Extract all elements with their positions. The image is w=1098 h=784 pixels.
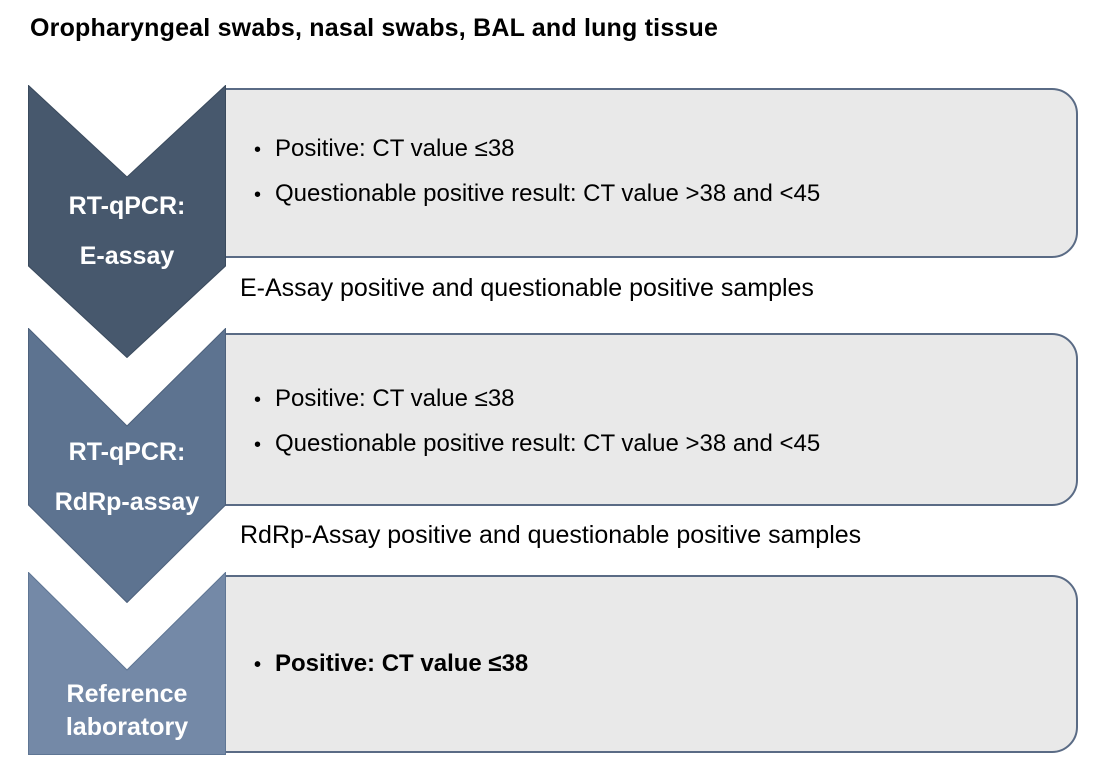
stage1-criteria-box: • Positive: CT value ≤38 • Questionable …: [222, 88, 1078, 258]
bullet-text: Positive: CT value ≤38: [275, 385, 515, 412]
stage3-banner-shape: [28, 572, 226, 755]
bullet-text: Positive: CT value ≤38: [275, 649, 529, 677]
list-item: • Questionable positive result: CT value…: [254, 172, 1048, 217]
stage2-connector-text: RdRp-Assay positive and questionable pos…: [240, 521, 862, 549]
notched-banner-icon: [28, 572, 226, 755]
bullet-text: Questionable positive result: CT value >…: [275, 430, 821, 457]
stage2-chevron-shape: [28, 328, 226, 603]
stage2-label-line1: RT-qPCR:: [68, 438, 186, 466]
bullet-icon: •: [254, 184, 262, 206]
bullet-text: Positive: CT value ≤38: [275, 135, 515, 162]
bullet-icon: •: [254, 389, 262, 411]
stage1-label-line1: RT-qPCR:: [68, 192, 186, 220]
bullet-icon: •: [254, 139, 262, 161]
stage3-criteria-box: • Positive: CT value ≤38: [222, 575, 1078, 753]
stage1-label: RT-qPCR: E-assay: [28, 181, 226, 281]
stage3-label-line2: laboratory: [65, 713, 189, 741]
stage1-chevron-shape: [28, 85, 226, 358]
bullet-icon: •: [254, 434, 262, 456]
list-item: • Questionable positive result: CT value…: [254, 422, 1048, 467]
page-title: Oropharyngeal swabs, nasal swabs, BAL an…: [30, 14, 719, 42]
bullet-icon: •: [254, 653, 262, 676]
stage3-label: Reference laboratory: [28, 678, 226, 744]
stage1-connector-text: E-Assay positive and questionable positi…: [240, 274, 814, 302]
chevron-down-icon: [28, 328, 226, 603]
stage1-label-line2: E-assay: [79, 242, 175, 270]
stage2-label: RT-qPCR: RdRp-assay: [28, 427, 226, 527]
list-item: • Positive: CT value ≤38: [254, 127, 1048, 172]
list-item: • Positive: CT value ≤38: [254, 642, 528, 687]
stage3-label-line1: Reference: [66, 680, 188, 708]
bullet-text: Questionable positive result: CT value >…: [275, 180, 821, 207]
list-item: • Positive: CT value ≤38: [254, 377, 1048, 422]
stage2-label-line2: RdRp-assay: [54, 488, 200, 516]
stage2-criteria-box: • Positive: CT value ≤38 • Questionable …: [222, 333, 1078, 506]
chevron-down-icon: [28, 85, 226, 358]
